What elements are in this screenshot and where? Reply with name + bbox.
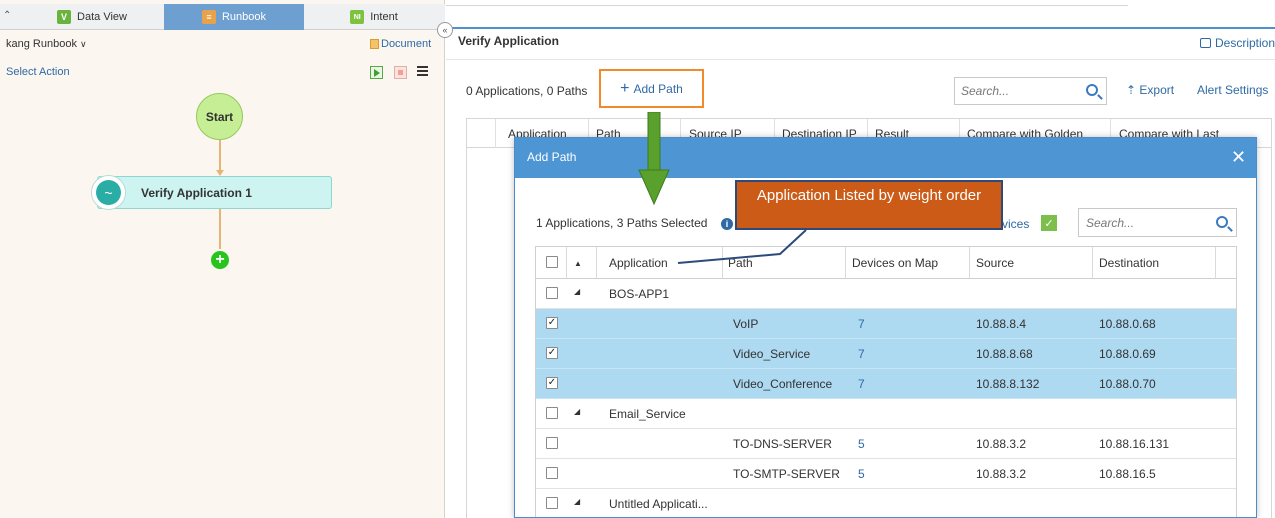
annotation-callout: Application Listed by weight order xyxy=(735,180,1003,230)
down-arrow-icon xyxy=(637,112,671,206)
